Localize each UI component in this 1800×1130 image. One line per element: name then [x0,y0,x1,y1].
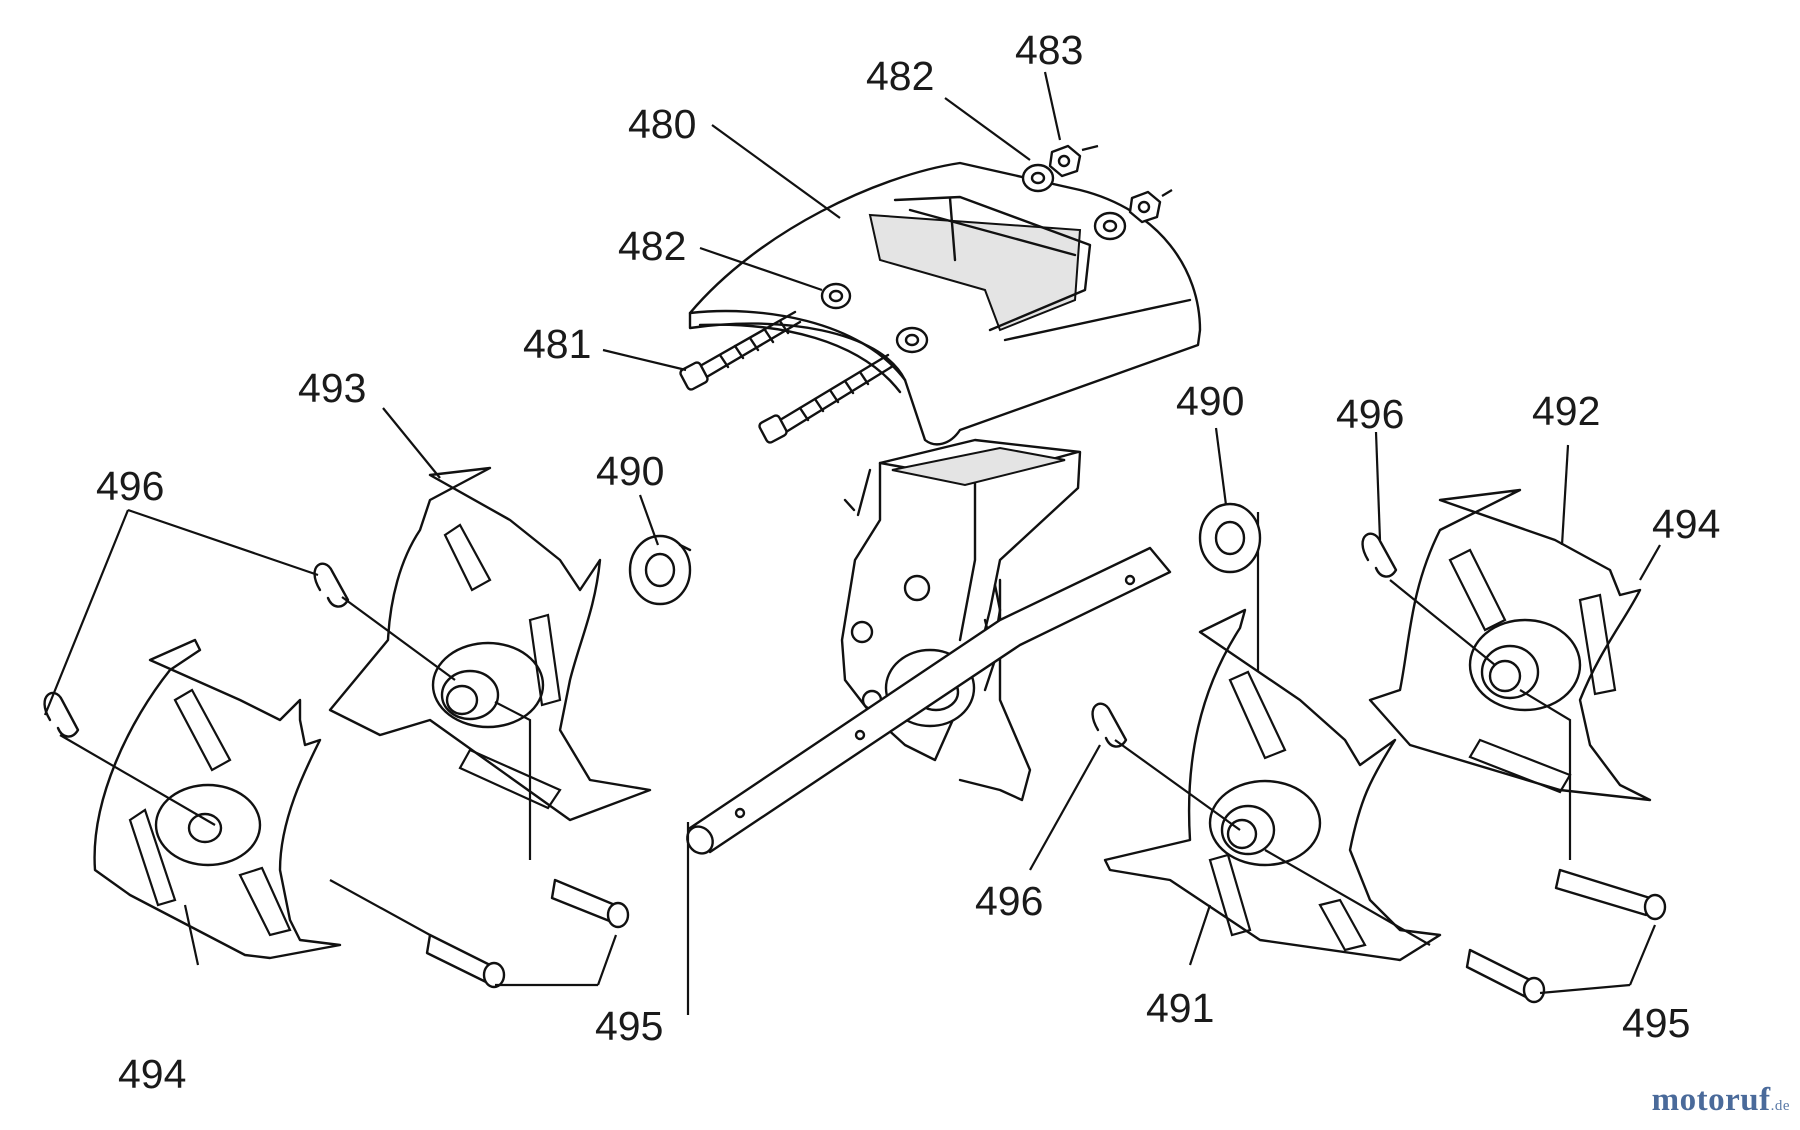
callout-490-left: 490 [596,448,664,494]
callout-labels: 480 482 483 482 481 493 490 490 496 496 … [96,27,1720,1097]
clevis-pin-495-right-upper [1554,868,1667,921]
nut-483-top [1048,144,1099,178]
callout-496-left: 496 [96,463,164,509]
washer-482-top [1021,163,1055,193]
shield-bolt-lower [758,353,895,444]
callout-492: 492 [1532,388,1600,434]
clevis-pin-495-left-upper [550,878,630,929]
callout-496-right: 496 [1336,391,1404,437]
callout-493: 493 [298,365,366,411]
axle-washer-490-right [1198,502,1262,574]
washer-482-lower [895,326,929,354]
tine-493 [328,466,652,822]
callout-483: 483 [1015,27,1083,73]
callout-494-right: 494 [1652,501,1720,547]
callout-490-right: 490 [1176,378,1244,424]
callout-494-left: 494 [118,1051,186,1097]
tine-491 [1103,608,1442,962]
callout-495-right: 495 [1622,1000,1690,1046]
washer-482-left [820,282,852,310]
hairpin-clip-496-far-left [43,691,80,738]
callout-481: 481 [523,321,591,367]
hairpin-clip-496-mid-left [313,562,350,608]
nut-483-right [1128,189,1173,224]
watermark-brand: motoruf [1651,1082,1771,1118]
tine-494-left [93,638,342,960]
callout-480: 480 [628,101,696,147]
callout-496-center: 496 [975,878,1043,924]
callout-482-top: 482 [866,53,934,99]
callout-482-left: 482 [618,223,686,269]
washer-482-right [1093,211,1127,241]
callout-495-left: 495 [595,1003,663,1049]
axle-washer-490-left [628,534,692,606]
motoruf-watermark-logo: motoruf.de [1652,1082,1790,1119]
callout-491: 491 [1146,985,1214,1031]
tine-492 [1368,488,1652,802]
tine-shield [688,161,1202,446]
hairpin-clip-496-right [1361,532,1398,578]
leader-lines [43,71,1661,995]
watermark-tld: .de [1770,1098,1790,1114]
shield-bolt-upper [679,310,802,391]
assembly-centerlines [59,579,1572,946]
clevis-pin-495-right-lower [1465,948,1546,1004]
hairpin-clip-496-center [1091,702,1128,748]
clevis-pin-495-left-lower [425,933,506,989]
tine-axle [686,512,1260,1015]
